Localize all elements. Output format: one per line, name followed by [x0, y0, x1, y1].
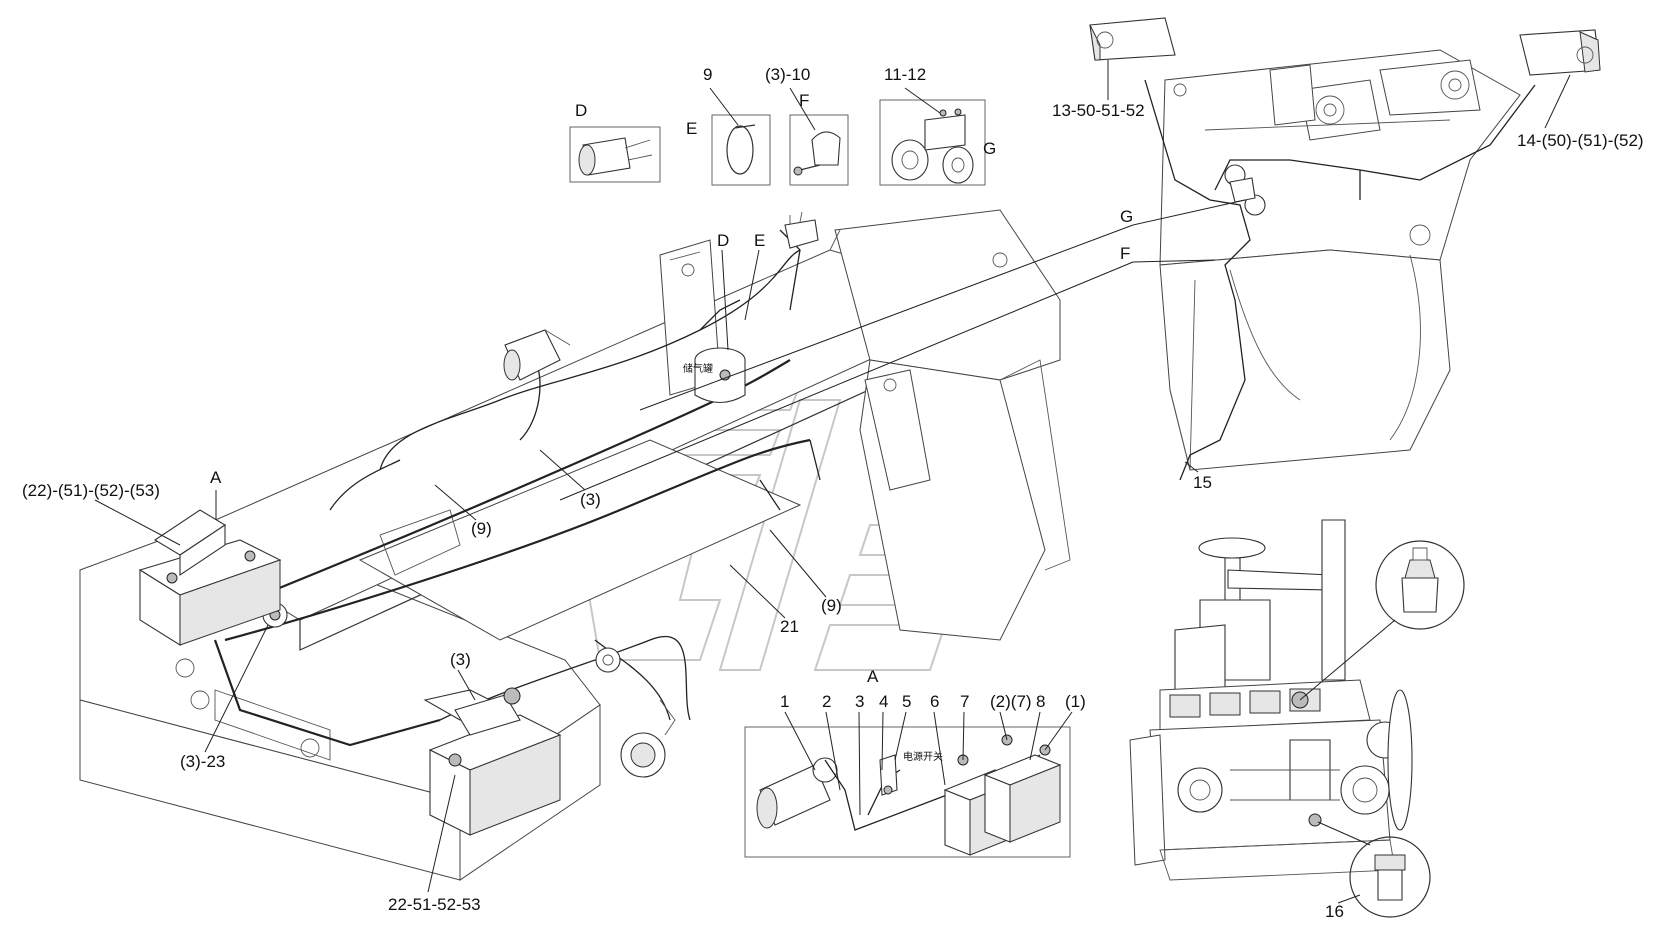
label-13: 13-50-51-52 [1052, 101, 1145, 120]
label-n7: 7 [960, 692, 969, 711]
starter-motor-icon [756, 757, 838, 829]
sensor-icon [1299, 540, 1465, 701]
label-n8: 8 [1036, 692, 1045, 711]
label-22-bottom: 22-51-52-53 [388, 895, 481, 914]
front-horn-icon [1224, 164, 1266, 216]
front-frame [1159, 49, 1521, 471]
label-16: 16 [1325, 902, 1344, 921]
label-power-switch: 电源开关 [903, 750, 943, 763]
starter-motor-icon [503, 329, 571, 381]
label-22-top: (22)-(51)-(52)-(53) [22, 481, 160, 500]
front-harness [1144, 79, 1536, 481]
label-3-a: (3) [580, 490, 601, 509]
label-3-b: (3) [450, 650, 471, 669]
cable-tie-icon [711, 114, 771, 186]
label-9-a: (9) [471, 519, 492, 538]
label-n2-7: (2)(7) [990, 692, 1032, 711]
label-9-b: (9) [821, 596, 842, 615]
label-n6: 6 [930, 692, 939, 711]
label-nine-top: 9 [703, 65, 712, 84]
label-21: 21 [780, 617, 799, 636]
label-14: 14-(50)-(51)-(52) [1517, 131, 1644, 150]
label-3-10: (3)-10 [765, 65, 810, 84]
label-n2: 2 [822, 692, 831, 711]
lamp-icon [1519, 29, 1601, 76]
label-15: 15 [1193, 473, 1212, 492]
detail-a-box [744, 726, 1071, 858]
label-n5: 5 [902, 692, 911, 711]
label-n1p: (1) [1065, 692, 1086, 711]
label-e-mid: E [754, 231, 765, 250]
label-3-23: (3)-23 [180, 752, 225, 771]
label-f-top: F [799, 91, 809, 110]
battery-icon [423, 687, 562, 836]
label-a-box: A [867, 667, 879, 686]
label-n3: 3 [855, 692, 864, 711]
label-g-mid: G [1120, 207, 1133, 226]
horn-icon [879, 99, 986, 186]
alternator-icon [620, 699, 676, 778]
label-n4: 4 [879, 692, 888, 711]
battery-icon [983, 754, 1062, 843]
detail-d [569, 126, 661, 183]
relay-box-icon [784, 211, 819, 249]
tank-label: 储气罐 [683, 362, 713, 375]
battery-icon [138, 509, 282, 646]
label-d-mid: D [717, 231, 729, 250]
clip-icon [789, 114, 849, 186]
label-a-left: A [210, 468, 222, 487]
air-tank [694, 347, 746, 404]
sensor-icon [1317, 821, 1431, 918]
pulley-icon [595, 647, 621, 673]
label-g-top: G [983, 139, 996, 158]
lamp-icon [1089, 17, 1176, 61]
label-n1: 1 [780, 692, 789, 711]
label-11-12: 11-12 [884, 65, 926, 84]
label-e-top: E [686, 119, 697, 138]
label-f-mid: F [1120, 244, 1130, 263]
engine-icon [1129, 519, 1413, 881]
label-d-top: D [575, 101, 587, 120]
